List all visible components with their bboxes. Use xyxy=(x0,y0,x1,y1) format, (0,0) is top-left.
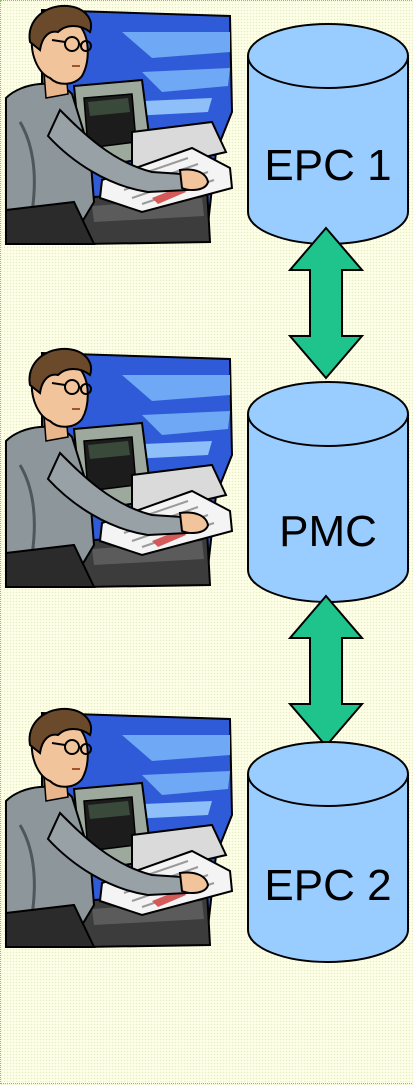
bidirectional-arrow-2 xyxy=(289,595,363,747)
bidirectional-arrow-1 xyxy=(289,227,363,379)
database-epc2: EPC 2 xyxy=(247,741,409,963)
database-label: EPC 2 xyxy=(264,861,391,910)
operator-at-workstation-icon xyxy=(4,347,234,589)
database-cylinder-icon xyxy=(247,381,409,603)
database-epc1: EPC 1 xyxy=(247,23,409,245)
operator-workstation-3 xyxy=(4,707,234,949)
operator-at-workstation-icon xyxy=(4,4,234,246)
database-cylinder-icon xyxy=(247,741,409,963)
database-cylinder-icon xyxy=(247,23,409,245)
double-arrow-icon xyxy=(289,227,363,379)
double-arrow-icon xyxy=(289,595,363,747)
database-label: PMC xyxy=(279,507,377,556)
database-pmc: PMC xyxy=(247,381,409,603)
operator-at-workstation-icon xyxy=(4,707,234,949)
operator-workstation-2 xyxy=(4,347,234,589)
operator-workstation-1 xyxy=(4,4,234,246)
database-label: EPC 1 xyxy=(264,141,391,190)
